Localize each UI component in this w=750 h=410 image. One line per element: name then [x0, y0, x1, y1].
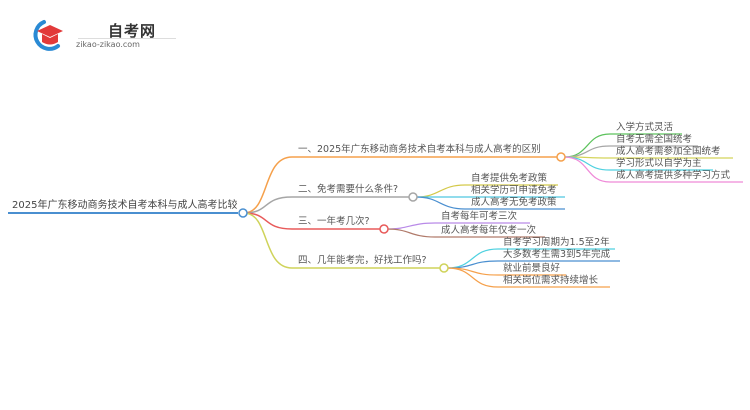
leaf-adult-national-exam[interactable]: 成人高考需参加全国统考: [616, 146, 721, 157]
branch-duration-employment[interactable]: 四、几年能考完，好找工作吗?: [298, 255, 427, 266]
root-node[interactable]: 2025年广东移动商务技术自考本科与成人高考比较: [12, 200, 238, 211]
branch-exam-frequency[interactable]: 三、一年考几次?: [298, 216, 370, 227]
leaf-job-prospects[interactable]: 就业前景良好: [503, 263, 561, 274]
leaf-no-national-exam[interactable]: 自考无需全国统考: [616, 134, 693, 145]
leaf-no-exemption[interactable]: 成人高考无免考政策: [471, 197, 557, 208]
leaf-study-period[interactable]: 自考学习周期为1.5至2年: [503, 237, 610, 248]
graduation-cap-icon: [33, 20, 63, 51]
leaf-multiple-modes[interactable]: 成人高考提供多种学习方式: [616, 170, 731, 181]
leaf-3-to-5-years[interactable]: 大多数考生需3到5年完成: [503, 249, 611, 260]
branch-difference[interactable]: 一、2025年广东移动商务技术自考本科与成人高考的区别: [298, 144, 541, 155]
logo-divider: [78, 38, 176, 39]
leaf-demand-growth[interactable]: 相关岗位需求持续增长: [503, 275, 599, 286]
leaf-flexible-admission[interactable]: 入学方式灵活: [616, 122, 674, 133]
leaf-apply-exemption[interactable]: 相关学历可申请免考: [471, 185, 557, 196]
leaf-self-study[interactable]: 学习形式以自学为主: [616, 158, 702, 169]
leaf-three-times[interactable]: 自考每年可考三次: [441, 211, 518, 222]
branch-exemption[interactable]: 二、免考需要什么条件?: [298, 184, 399, 195]
leaf-exemption-policy[interactable]: 自考提供免考政策: [471, 173, 548, 184]
logo-title: 自考网: [108, 22, 157, 40]
logo-url: zikao-zikao.com: [76, 40, 140, 49]
leaf-once-a-year[interactable]: 成人高考每年仅考一次: [441, 225, 537, 236]
site-logo[interactable]: 自考网 zikao-zikao.com: [28, 18, 176, 54]
